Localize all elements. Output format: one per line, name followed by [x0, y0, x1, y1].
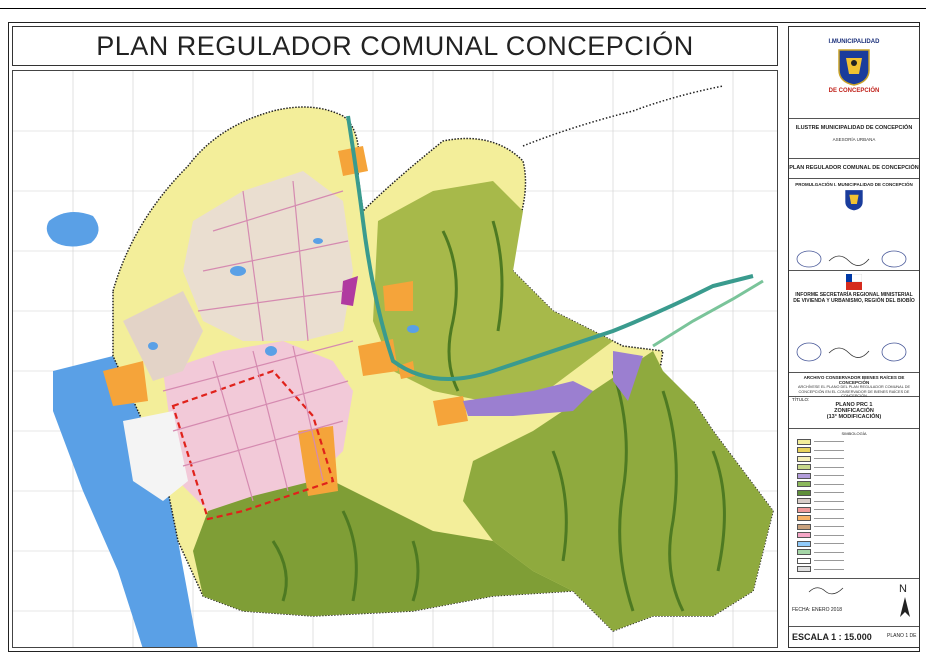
municipality-top: I.MUNICIPALIDAD	[828, 39, 880, 45]
legend-swatch	[797, 464, 844, 470]
river	[346, 115, 754, 381]
office: ASESORÍA URBANA	[832, 137, 876, 142]
promulgation: PROMULGACIÓN I. MUNICIPALIDAD DE CONCEPC…	[795, 182, 913, 187]
urban-north	[183, 171, 353, 341]
fecha: FECHA: ENERO 2018	[792, 607, 843, 613]
scale-block: ESCALA 1 : 15.000 PLANO 1 DE	[789, 627, 919, 647]
hills-se	[463, 351, 773, 631]
comuna-limit-extension	[522, 85, 724, 147]
legend-swatch	[797, 447, 844, 453]
lagoon	[46, 212, 99, 247]
plan-name-block: PLAN REGULADOR COMUNAL DE CONCEPCIÓN	[789, 159, 919, 179]
legend-block: SIMBOLOGÍA	[789, 429, 919, 579]
seremi: INFORME SECRETARÍA REGIONAL MINISTERIAL …	[793, 292, 915, 304]
ponds	[148, 238, 419, 356]
legend-swatch	[797, 566, 844, 572]
hills-ne	[373, 181, 613, 401]
director-signature	[808, 587, 844, 595]
issuer: ILUSTRE MUNICIPALIDAD DE CONCEPCIÓN	[795, 125, 913, 131]
modificacion: (13° MODIFICACIÓN)	[826, 414, 882, 420]
legend-swatch	[797, 506, 844, 513]
industrial-area	[123, 411, 188, 501]
ravines	[271, 220, 726, 612]
legend-swatch	[797, 455, 844, 462]
municipality-block: I.MUNICIPALIDAD DE CONCEPCIÓN	[789, 27, 919, 119]
municipality-bottom: DE CONCEPCIÓN	[828, 88, 880, 94]
title-block: I.MUNICIPALIDAD DE CONCEPCIÓN ILUSTRE MU…	[788, 26, 920, 648]
archive-title: ARCHIVO CONSERVADOR BIENES RAÍCES DE CON…	[803, 375, 905, 385]
legend-swatch	[797, 498, 844, 504]
sheet-title-block: TÍTULO: PLANO PRC 1 ZONIFICACIÓN (13° MO…	[789, 397, 919, 429]
legend-swatch	[797, 557, 844, 564]
archive-block: ARCHIVO CONSERVADOR BIENES RAÍCES DE CON…	[789, 373, 919, 398]
legend-swatch	[797, 472, 844, 479]
plano-num: PLANO 1 DE	[887, 633, 917, 639]
legend-swatch	[797, 549, 844, 555]
chile-flag-icon	[845, 273, 863, 290]
seal-icon	[845, 190, 863, 211]
legend-swatch	[797, 532, 844, 538]
legend-swatch	[797, 489, 844, 496]
zonificacion: ZONIFICACIÓN	[834, 408, 874, 414]
date-block: FECHA: ENERO 2018 N	[789, 579, 919, 627]
zoning-map	[12, 70, 778, 648]
seremi-block: INFORME SECRETARÍA REGIONAL MINISTERIAL …	[789, 271, 919, 373]
legend-swatch	[797, 540, 844, 547]
hills-south	[193, 471, 573, 616]
escala: ESCALA 1 : 15.000	[792, 632, 872, 642]
legend-swatch	[797, 523, 844, 530]
urban-west	[123, 291, 203, 381]
legend-swatch	[797, 438, 844, 445]
archive-text: ARCHÍVESE EL PLANO DEL PLAN REGULADOR CO…	[797, 385, 911, 398]
road-network	[162, 180, 354, 502]
map-title: PLAN REGULADOR COMUNAL CONCEPCIÓN	[96, 30, 694, 61]
map-canvas	[13, 71, 777, 647]
plano: PLANO PRC 1	[835, 402, 873, 408]
legend-swatch	[797, 515, 844, 521]
north-arrow-label: N	[899, 583, 907, 595]
title-box: PLAN REGULADOR COMUNAL CONCEPCIÓN	[12, 26, 778, 66]
signature-stamps	[796, 250, 907, 268]
seremi-stamps	[796, 342, 907, 362]
promulgation-block: PROMULGACIÓN I. MUNICIPALIDAD DE CONCEPC…	[789, 179, 919, 271]
top-rule	[0, 8, 926, 9]
north-arrow-icon	[900, 597, 910, 617]
bay-water	[53, 356, 198, 647]
simbologia: SIMBOLOGÍA	[841, 431, 867, 436]
issuer-block: ILUSTRE MUNICIPALIDAD DE CONCEPCIÓN ASES…	[789, 119, 919, 159]
study-area-outline	[171, 369, 335, 521]
titulo-label: TÍTULO:	[792, 397, 810, 402]
legend-swatch	[797, 481, 844, 487]
purple-zones	[341, 276, 643, 416]
plan-name: PLAN REGULADOR COMUNAL DE CONCEPCIÓN	[789, 165, 919, 171]
river-branch	[652, 279, 764, 348]
coat-of-arms-icon	[838, 49, 870, 86]
